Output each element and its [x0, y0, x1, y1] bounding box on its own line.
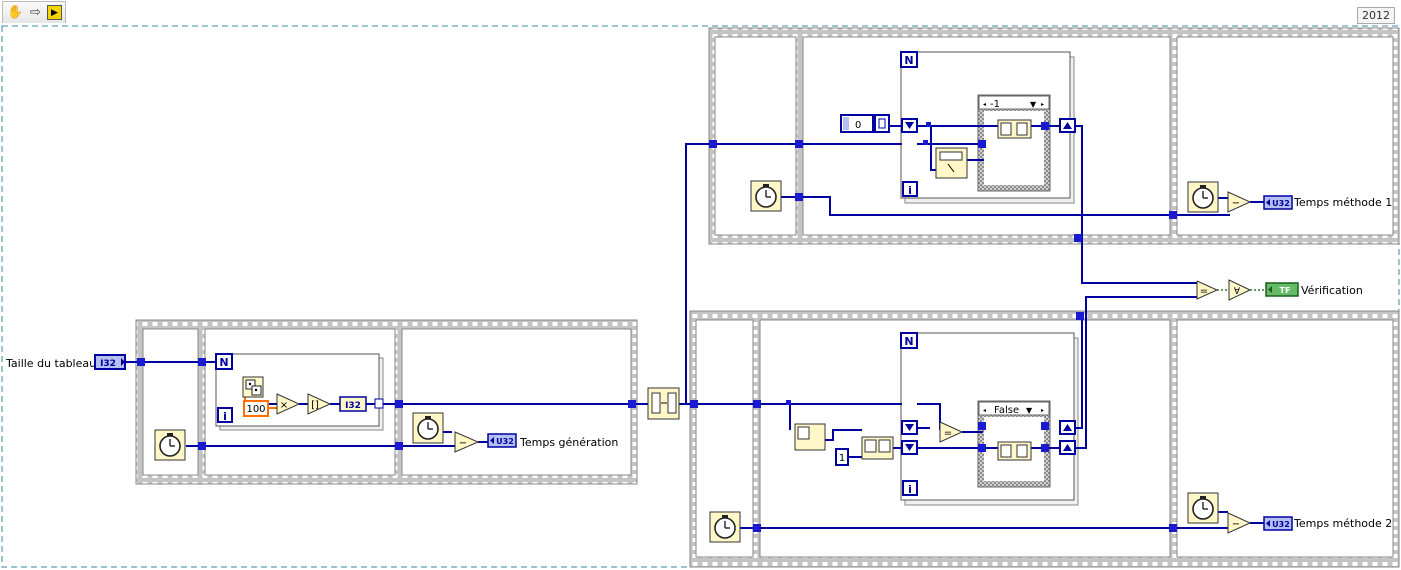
- case-structure-method1: [977, 94, 1051, 192]
- to-i32-node: I32: [339, 396, 367, 412]
- equal-node: =: [1196, 280, 1219, 300]
- svg-text:0: 0: [855, 120, 861, 131]
- svg-text:−: −: [1232, 519, 1240, 530]
- loop-iteration-terminal: [902, 480, 918, 496]
- loop-count-terminal: [900, 51, 918, 68]
- clock-icon: [1187, 492, 1219, 524]
- method1-time-indicator: U32: [1263, 195, 1293, 210]
- svg-text:×: ×: [280, 400, 288, 411]
- random-number-icon: [242, 376, 264, 398]
- tunnels: [137, 122, 1177, 532]
- array-size-control[interactable]: I32: [94, 354, 126, 370]
- svg-text:100: 100: [246, 404, 265, 415]
- version-badge: 2012: [1357, 7, 1395, 24]
- for-loop-generation: [215, 353, 384, 431]
- sort-array-node: [647, 387, 680, 420]
- toolbar: ✋ ⇨ ▶: [2, 1, 66, 23]
- loop-count-label: N: [219, 356, 228, 369]
- run-icon[interactable]: ▶: [47, 5, 62, 20]
- loop-count-terminal: [215, 353, 233, 370]
- loop-terminals: N i N i N i: [215, 51, 918, 496]
- shift-registers: [901, 118, 1076, 455]
- sequence-frame-generation: [135, 319, 638, 485]
- svg-text:I32: I32: [100, 359, 116, 369]
- svg-text:−: −: [1232, 198, 1240, 209]
- gen-time-label: Temps génération: [519, 436, 618, 449]
- indexing-tunnel: [374, 398, 384, 409]
- replace-array-node: [861, 436, 894, 460]
- loop-iteration-terminal: [217, 407, 233, 423]
- equal-node: =: [939, 421, 964, 443]
- svg-text:U32: U32: [1272, 520, 1290, 529]
- svg-text:▸: ▸: [1041, 407, 1044, 414]
- arrow-right-icon[interactable]: ⇨: [30, 5, 41, 20]
- svg-text:[]: []: [311, 400, 319, 411]
- chevron-down-icon: ▼: [1030, 100, 1037, 109]
- chevron-down-icon: ▼: [1026, 406, 1033, 415]
- array-size-label: Taille du tableau: [5, 357, 96, 370]
- svg-text:False: False: [994, 405, 1019, 416]
- svg-text:=: =: [1200, 286, 1208, 297]
- verification-label: Vérification: [1301, 284, 1363, 297]
- verification-indicator: TF: [1265, 282, 1299, 297]
- svg-text:U32: U32: [1272, 199, 1290, 208]
- loop-count-terminal: [900, 332, 918, 349]
- clock-icon: [750, 180, 782, 212]
- svg-text:-1: -1: [990, 99, 1000, 110]
- method1-time-label: Temps méthode 1: [1293, 196, 1392, 209]
- clock-icon: [709, 511, 741, 543]
- and-array-node: ∀: [1228, 279, 1252, 301]
- build-array-node: [997, 441, 1032, 461]
- build-array-node: [997, 119, 1032, 139]
- constant-100[interactable]: 100: [243, 400, 269, 417]
- svg-text:TF: TF: [1280, 286, 1291, 295]
- gen-time-indicator: U32: [487, 433, 517, 448]
- loop-iteration-label: i: [223, 410, 227, 423]
- loop-count-label: N: [904, 54, 913, 67]
- loop-iteration-label: i: [908, 483, 912, 496]
- clock-icon: [412, 412, 444, 444]
- loop-iteration-terminal: [902, 181, 918, 197]
- svg-text:U32: U32: [496, 437, 514, 446]
- clock-icon: [1187, 181, 1219, 213]
- initialize-array-node: [794, 423, 826, 451]
- case-selector-method1[interactable]: ◂ -1 ▼ ▸: [983, 99, 1044, 110]
- loop-count-label: N: [904, 335, 913, 348]
- hand-icon[interactable]: ✋: [7, 5, 24, 20]
- subtract-node: −: [1227, 191, 1252, 213]
- svg-text:▸: ▸: [1041, 101, 1044, 108]
- subtract-node: −: [1227, 512, 1252, 534]
- svg-text:∀: ∀: [1234, 287, 1241, 297]
- case-selector-method2[interactable]: ◂ False ▼ ▸: [983, 405, 1044, 416]
- loop-iteration-label: i: [908, 184, 912, 197]
- subtract-node: −: [454, 431, 480, 453]
- clock-icon: [154, 429, 186, 461]
- index-constant[interactable]: 0: [840, 114, 890, 133]
- diagram-boundary: [1, 25, 1400, 568]
- multiply-node: ×: [276, 393, 301, 415]
- method2-time-indicator: U32: [1263, 516, 1293, 531]
- index-constant[interactable]: 1: [835, 448, 849, 466]
- search-array-node: [935, 147, 968, 179]
- svg-text:◂: ◂: [983, 407, 986, 414]
- svg-text:−: −: [459, 438, 467, 449]
- svg-text:I32: I32: [345, 401, 361, 411]
- method2-time-label: Temps méthode 2: [1293, 517, 1392, 530]
- svg-text:1: 1: [839, 453, 845, 464]
- round-node: []: [307, 393, 332, 415]
- svg-text:◂: ◂: [983, 101, 986, 108]
- svg-text:=: =: [944, 428, 952, 439]
